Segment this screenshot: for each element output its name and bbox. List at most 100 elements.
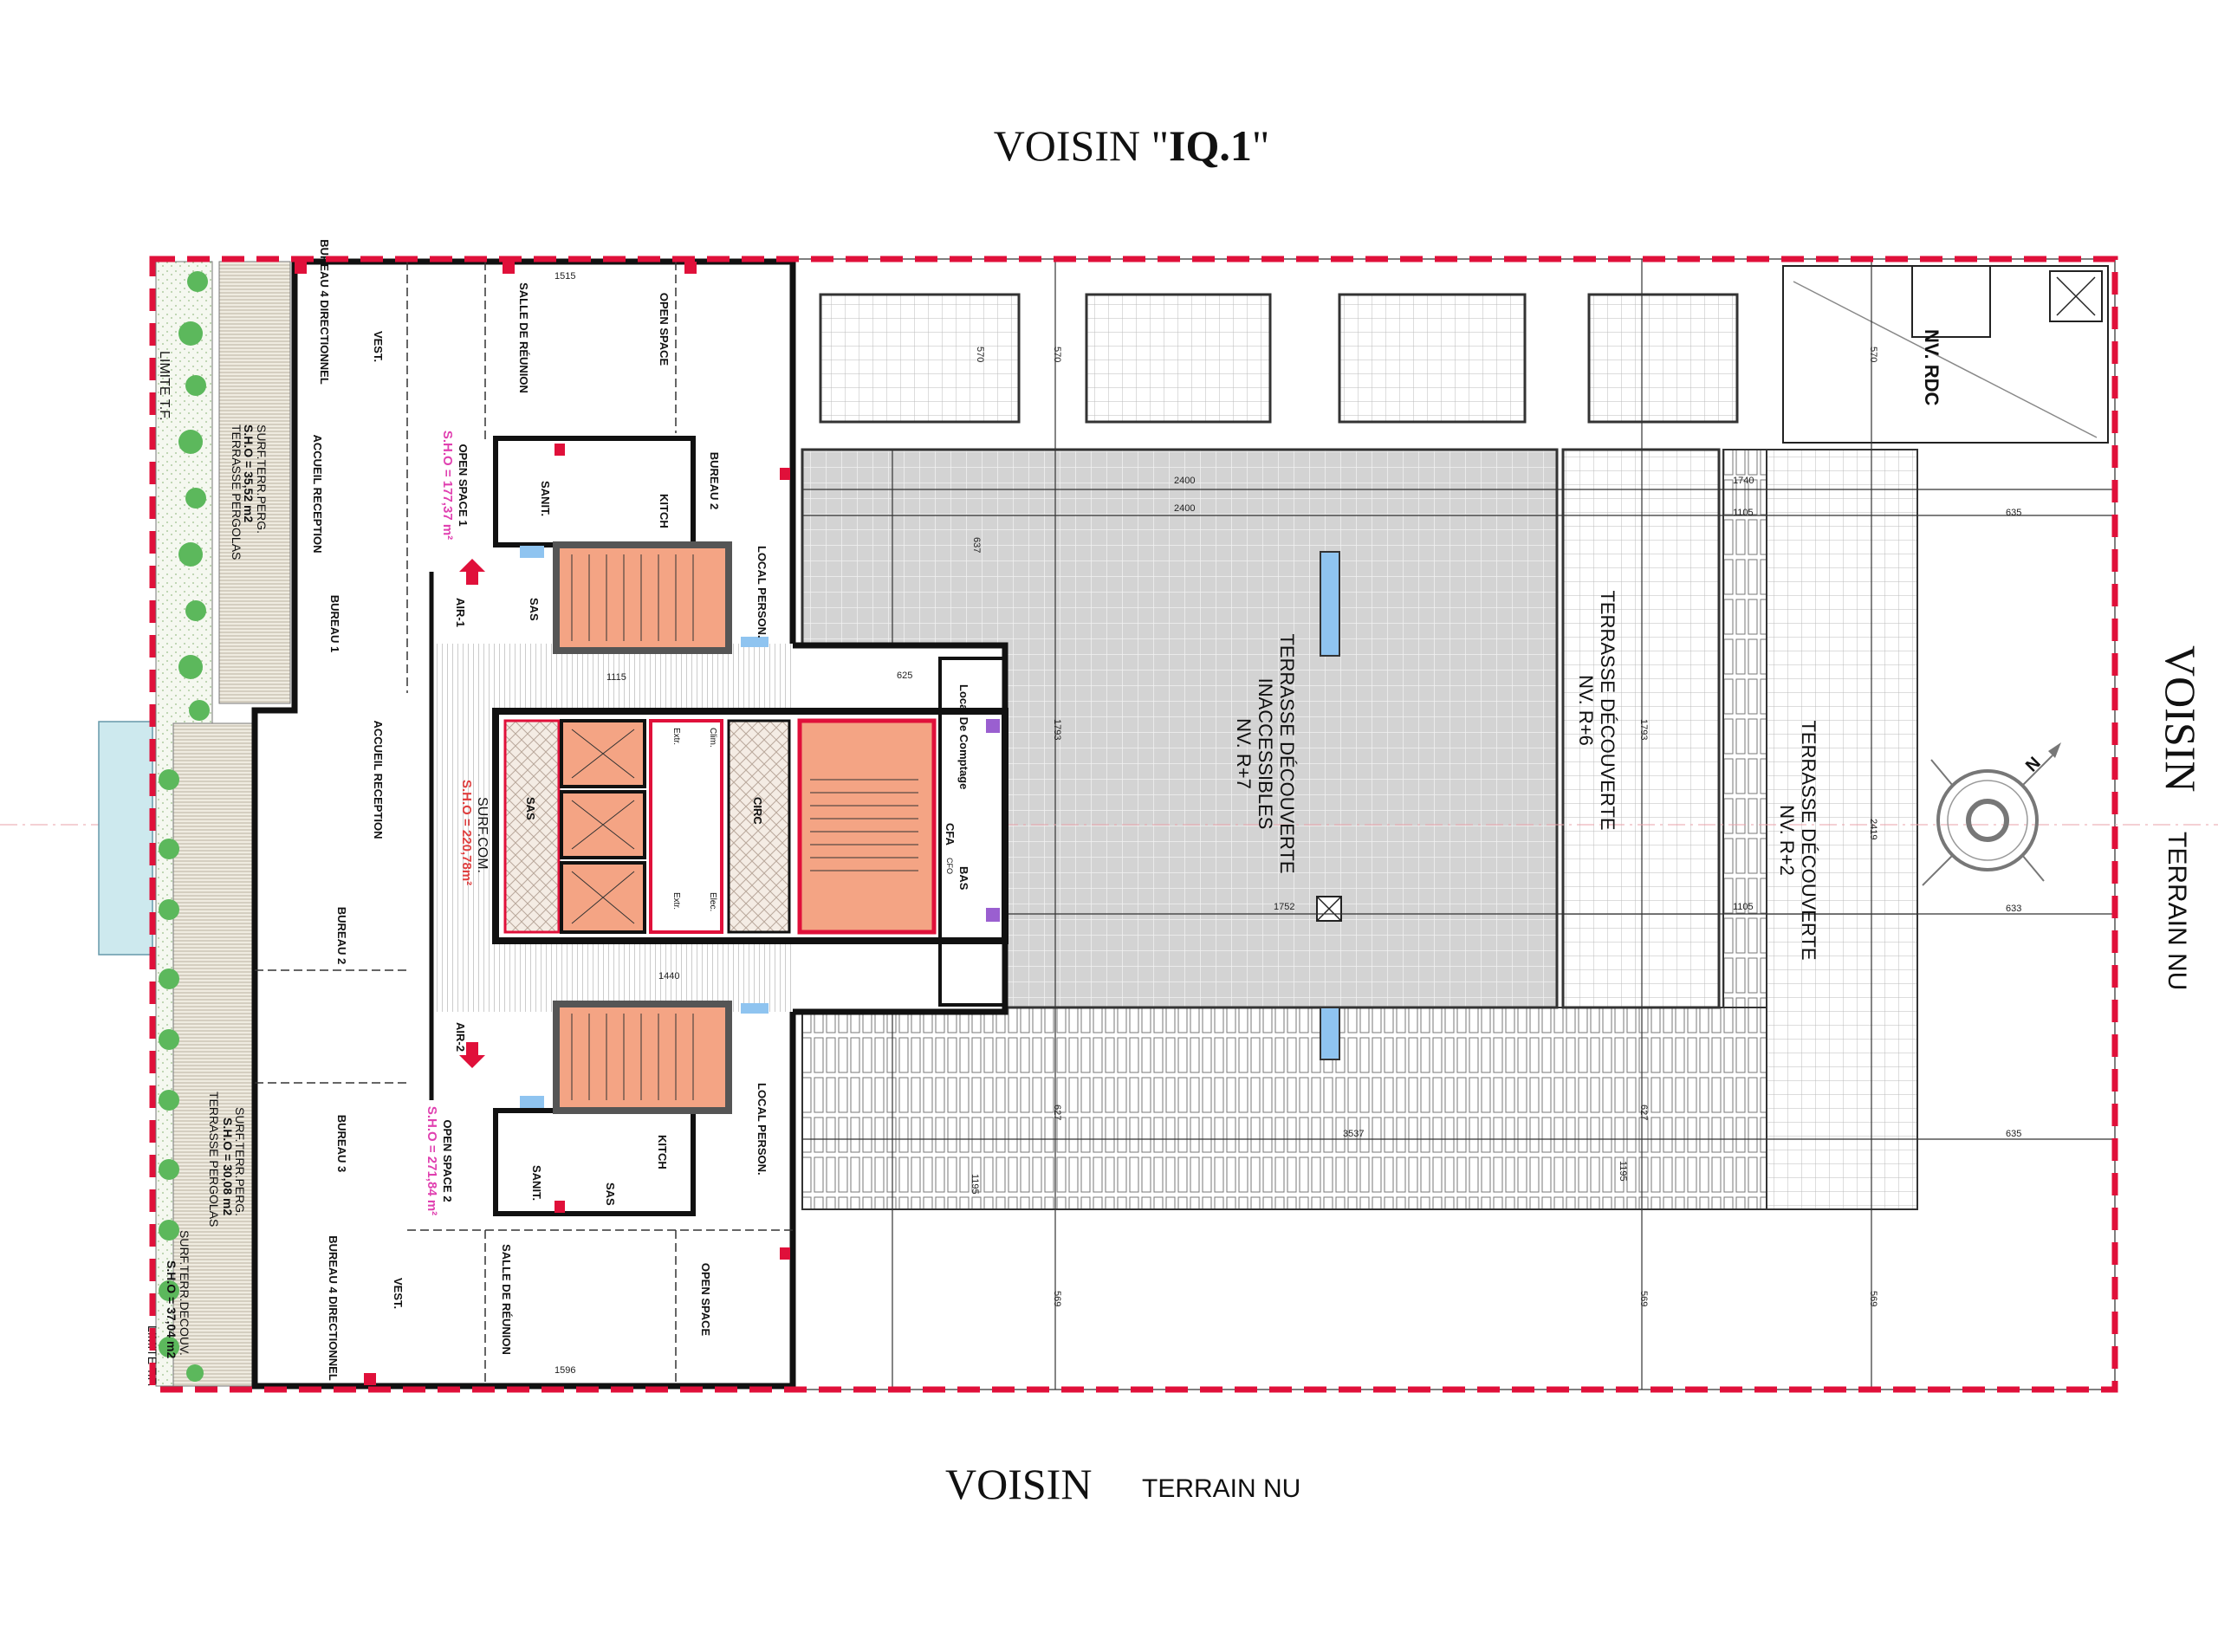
right-neighbor-heading: VOISIN [2156,645,2205,792]
svg-text:2400: 2400 [1174,503,1195,514]
skylight [1587,293,1739,424]
rdc-diagonal [1793,281,2098,438]
glass-panel [520,546,544,558]
svg-text:ACCUEIL RECEPTION: ACCUEIL RECEPTION [372,721,385,839]
terrace-r6-label: TERRASSE DÉCOUVERTE NV. R+6 [1575,590,1618,830]
svg-text:S.H.O = 30,08 m2: S.H.O = 30,08 m2 [221,1118,235,1215]
svg-text:1596: 1596 [554,1365,575,1376]
svg-text:KITCH: KITCH [656,1135,669,1169]
terrace-r7-label: TERRASSE DÉCOUVERTE INACCESSIBLES NV. R+… [1233,633,1298,873]
svg-text:Extr.: Extr. [671,728,681,745]
svg-text:SURF.COM.: SURF.COM. [475,797,490,873]
svg-text:570: 570 [1868,347,1878,362]
svg-text:S.H.O = 35,52 m2: S.H.O = 35,52 m2 [242,424,256,522]
svg-text:1793: 1793 [1052,719,1062,740]
svg-text:NV. R+2: NV. R+2 [1776,805,1798,876]
svg-text:AIR-2: AIR-2 [454,1022,467,1052]
stair-top [553,541,732,654]
svg-text:BUREAU 2: BUREAU 2 [335,907,348,964]
svg-text:NV. R+7: NV. R+7 [1233,718,1255,789]
svg-text:LIMITE T.F.: LIMITE T.F. [157,351,172,421]
svg-text:BUREAU 1: BUREAU 1 [328,595,341,652]
core-sas [503,719,561,934]
svg-text:S.H.O = 177,37 m²: S.H.O = 177,37 m² [440,431,455,540]
svg-text:VEST.: VEST. [372,331,385,362]
terrace-r2-slats [1722,449,1767,1008]
dimension-labels: 2400 2400 1740 635 1105 1793 1793 2419 1… [554,271,2021,1376]
rdc-inner-box [1911,265,1991,338]
rdc-hatch-cross [2056,276,2096,316]
svg-text:SAS: SAS [604,1182,617,1206]
rdc-hatch-box [2049,270,2103,322]
svg-text:1195: 1195 [970,1174,980,1195]
skylight [819,293,1021,424]
stair-bottom [553,1001,732,1114]
svg-text:SURF.TERR.PERG.: SURF.TERR.PERG. [255,424,269,534]
svg-text:Elec.: Elec. [708,892,717,911]
core-circ [727,719,791,934]
svg-text:625: 625 [897,671,912,681]
svg-text:633: 633 [2006,904,2021,914]
svg-text:SURF.TERR.PERG.: SURF.TERR.PERG. [233,1107,247,1216]
svg-text:ACCUEIL RECEPTION: ACCUEIL RECEPTION [311,435,324,554]
terrace-r2 [1766,449,1918,1210]
svg-text:SANIT.: SANIT. [539,481,552,516]
svg-text:569: 569 [1868,1291,1878,1306]
svg-text:SALLE DE RÉUNION: SALLE DE RÉUNION [500,1244,513,1355]
svg-text:635: 635 [2006,508,2021,518]
svg-text:1793: 1793 [1638,719,1649,740]
terrace-r6 [1561,448,1721,1009]
svg-text:BUREAU 4 DIRECTIONNEL: BUREAU 4 DIRECTIONNEL [318,239,331,385]
svg-text:637: 637 [971,537,982,553]
svg-text:2419: 2419 [1868,819,1878,839]
svg-text:VEST.: VEST. [392,1278,405,1309]
svg-text:1105: 1105 [1733,508,1754,518]
svg-text:S.H.O = 37,04 m2: S.H.O = 37,04 m2 [165,1260,178,1358]
svg-text:SANIT.: SANIT. [530,1165,543,1201]
svg-text:TERRASSE DÉCOUVERTE: TERRASSE DÉCOUVERTE [1798,720,1819,960]
svg-text:1105: 1105 [1733,902,1754,912]
core-stair [797,718,937,935]
svg-text:INACCESSIBLES: INACCESSIBLES [1255,678,1276,830]
glass-panel [741,637,769,647]
svg-text:1195: 1195 [1618,1161,1628,1182]
svg-text:1115: 1115 [606,672,626,683]
svg-text:1740: 1740 [1733,476,1754,486]
svg-text:2400: 2400 [1174,476,1195,486]
entrance-arrow-icon [459,1042,485,1068]
svg-text:SURF.TERR.DECOUV.: SURF.TERR.DECOUV. [178,1230,191,1356]
svg-text:BUREAU 4 DIRECTIONNEL: BUREAU 4 DIRECTIONNEL [327,1235,340,1381]
right-neighbor-subheading: TERRAIN NU [2163,832,2191,990]
roof-area [0,258,2218,1390]
svg-text:569: 569 [1638,1291,1649,1306]
core-east-wing [938,657,1007,1007]
svg-text:TERRASSE DÉCOUVERTE: TERRASSE DÉCOUVERTE [1276,633,1298,873]
rdc-zone [1782,265,2109,444]
terrace-r2-label: TERRASSE DÉCOUVERTE NV. R+2 [1776,720,1819,960]
svg-text:OPEN SPACE 2: OPEN SPACE 2 [441,1119,454,1202]
service-block-top [493,436,696,547]
svg-text:BUREAU 2: BUREAU 2 [708,452,721,509]
skylight [1085,293,1272,424]
svg-text:OPEN SPACE: OPEN SPACE [699,1263,712,1337]
top-neighbor-heading: VOISIN "IQ.1" [994,121,1270,170]
svg-text:1752: 1752 [1274,902,1294,912]
svg-text:NV. R+6: NV. R+6 [1575,675,1597,746]
entrance-arrow-icon [459,559,485,585]
svg-text:CIRC: CIRC [751,797,764,825]
svg-text:LOCAL PERSON.: LOCAL PERSON. [756,1083,769,1176]
svg-text:BAS: BAS [957,866,970,891]
elec-cabinet [986,719,1000,733]
property-boundary [149,256,2118,1393]
svg-text:570: 570 [975,347,985,362]
svg-text:1440: 1440 [658,971,679,981]
svg-text:1515: 1515 [554,271,575,282]
svg-text:SALLE DE RÉUNION: SALLE DE RÉUNION [517,282,530,393]
structural-columns [295,262,790,1385]
svg-text:LIMITE T.F.: LIMITE T.F. [146,1325,159,1387]
svg-text:SAS: SAS [528,598,541,621]
skylight-blue [1320,551,1340,657]
svg-text:BUREAU 3: BUREAU 3 [335,1115,348,1172]
svg-text:TERRASSE DÉCOUVERTE: TERRASSE DÉCOUVERTE [1597,590,1618,830]
